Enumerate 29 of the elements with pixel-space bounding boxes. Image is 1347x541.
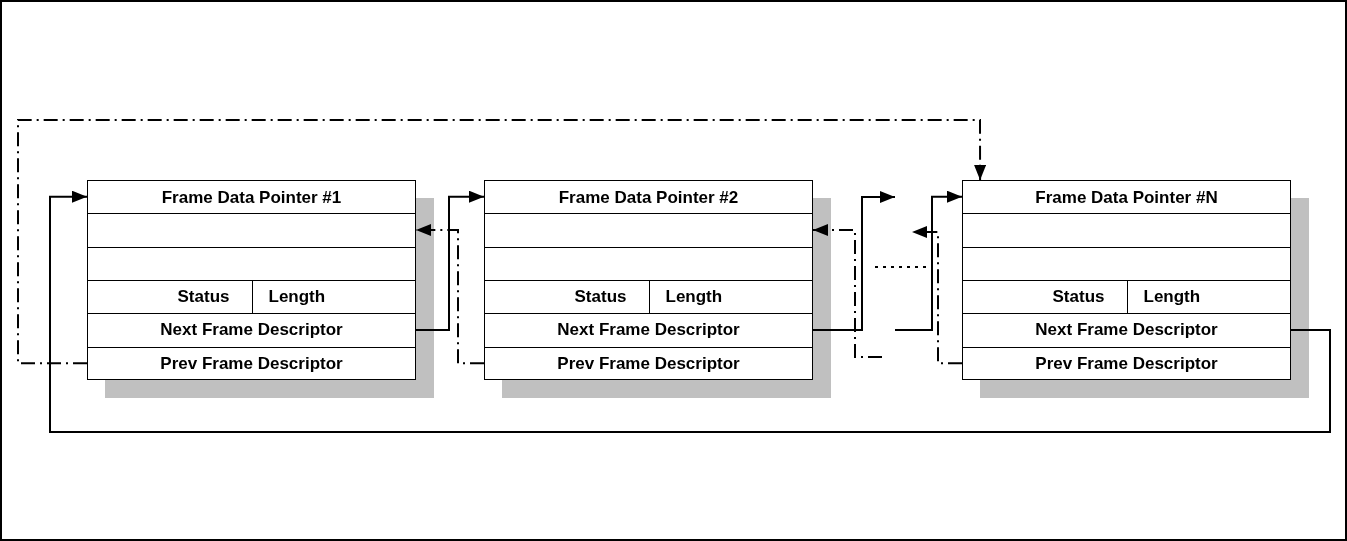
descriptor-table (484, 180, 813, 380)
field-label: Length (665, 287, 723, 308)
table-row (963, 280, 1290, 314)
table-row: Prev Frame Descriptor (485, 346, 812, 380)
arrow (49, 190, 1331, 433)
field-label: Length (268, 287, 326, 308)
arrow (415, 190, 485, 331)
arrow (894, 190, 963, 331)
arrow (415, 224, 485, 365)
table-row: Prev Frame Descriptor (963, 346, 1290, 380)
field-label: Status (177, 287, 230, 308)
table-row: Prev Frame Descriptor (88, 346, 415, 380)
table-row: Frame Data Pointer #1 (88, 181, 415, 215)
table-row: Next Frame Descriptor (963, 313, 1290, 347)
field-label: Status (1052, 287, 1105, 308)
arrow (17, 119, 987, 365)
table-row: Next Frame Descriptor (485, 313, 812, 347)
table-row: Frame Data Pointer #2 (485, 181, 812, 215)
table-row: Next Frame Descriptor (88, 313, 415, 347)
field-label: Length (1143, 287, 1201, 308)
arrow (911, 226, 963, 365)
descriptor-table (87, 180, 416, 380)
field-label: Status (574, 287, 627, 308)
table-row (88, 280, 415, 314)
table-row: Frame Data Pointer #N (963, 181, 1290, 215)
arrow (812, 224, 883, 358)
table-row (485, 280, 812, 314)
arrow (812, 191, 896, 331)
descriptor-table (962, 180, 1291, 380)
